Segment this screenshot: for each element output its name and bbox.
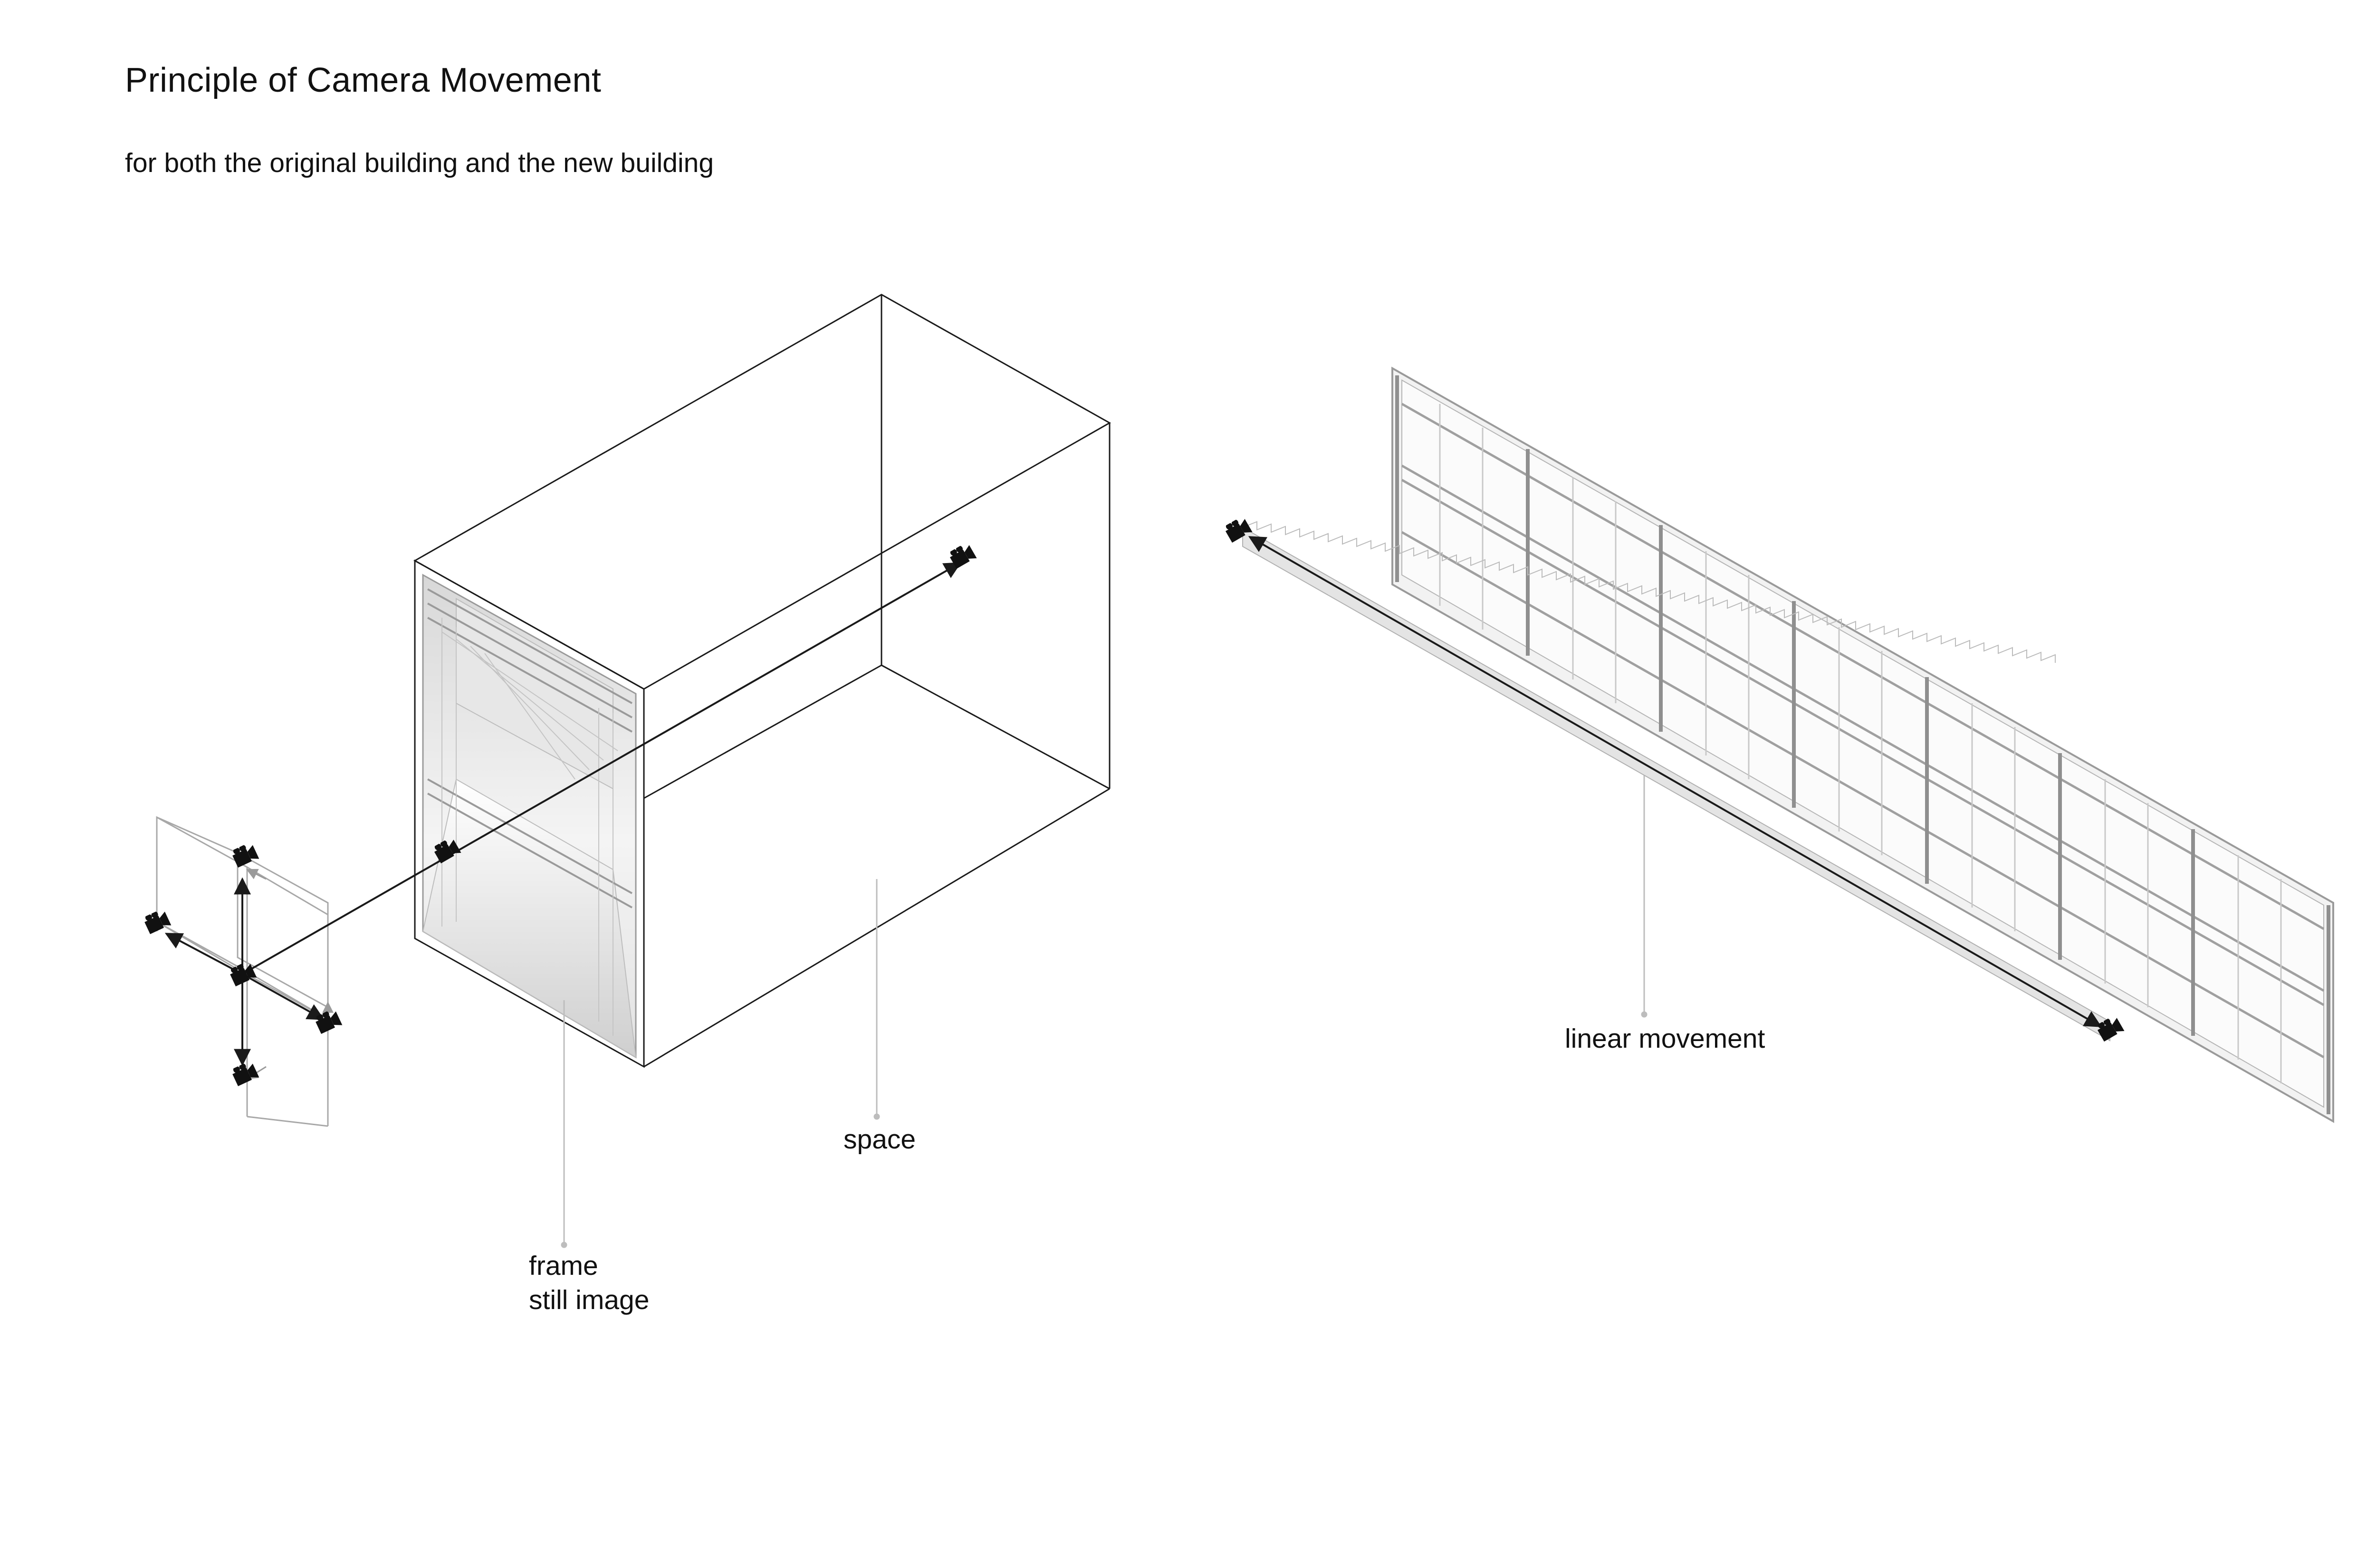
leader-lines: [561, 760, 1648, 1248]
linear-rail: [1222, 515, 2125, 1042]
camera-icon: [230, 841, 259, 869]
facade-elevation: [1391, 366, 2334, 1123]
camera-direction-arrows: [156, 562, 962, 1080]
camera-icon: [230, 1059, 259, 1087]
label-space: space: [843, 1124, 916, 1155]
camera-icon: [947, 541, 977, 570]
diagram-title: Principle of Camera Movement: [125, 61, 602, 99]
label-still-image: still image: [529, 1285, 650, 1315]
frame-still-image: [422, 574, 637, 1059]
label-frame: frame: [529, 1251, 598, 1281]
label-linear-movement: linear movement: [1565, 1023, 1765, 1054]
diagram-subtitle: for both the original building and the n…: [125, 148, 714, 178]
